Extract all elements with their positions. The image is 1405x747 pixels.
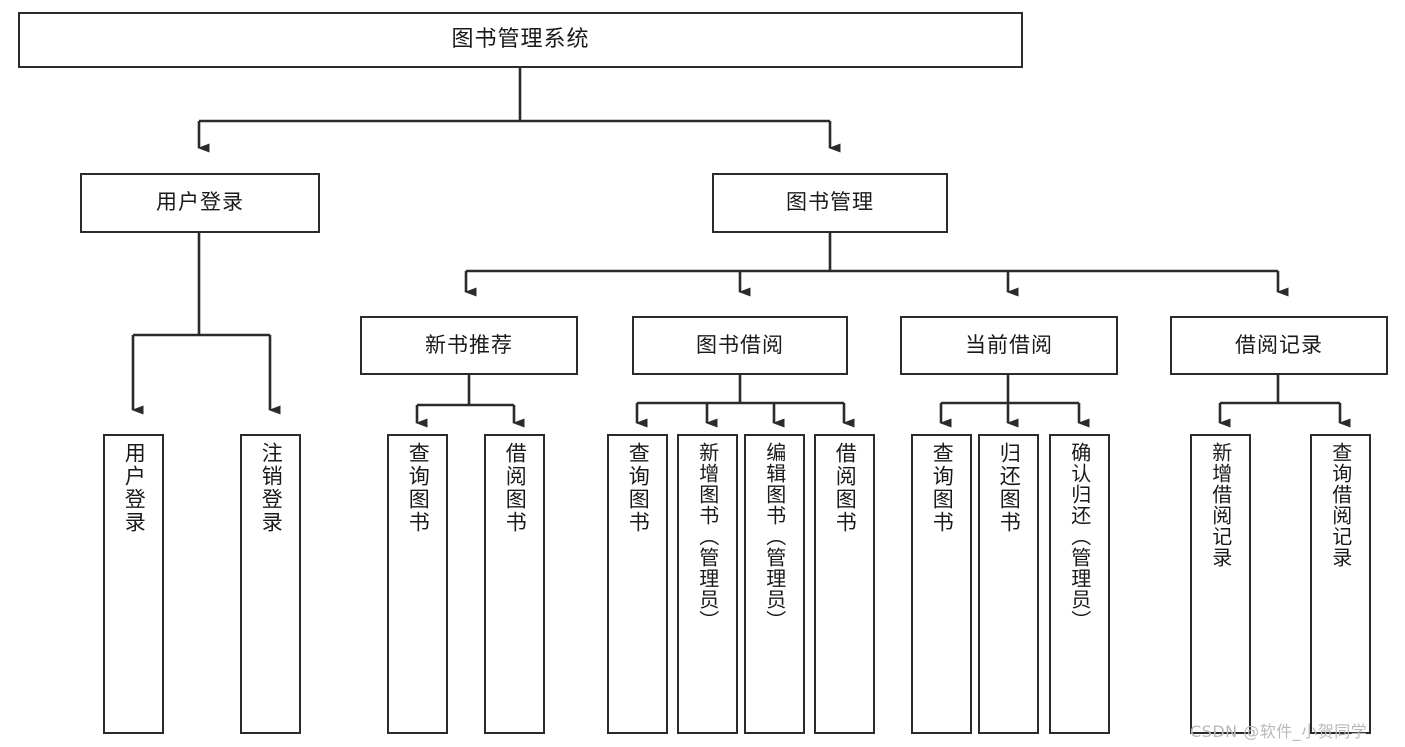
node-label: 借阅图书 — [503, 442, 528, 534]
leaf-new-book-query[interactable]: 查询图书 — [387, 434, 448, 734]
leaf-borrow-record-query[interactable]: 查询借阅记录 — [1310, 434, 1371, 734]
leaf-book-borrow-edit[interactable]: 编辑图书（管理员） — [744, 434, 805, 734]
node-label: 借阅记录 — [1235, 332, 1323, 357]
leaf-current-borrow-confirm-return[interactable]: 确认归还（管理员） — [1049, 434, 1110, 734]
node-label: 确认归还（管理员） — [1067, 442, 1092, 631]
node-label: 归还图书 — [997, 442, 1022, 534]
node-book-borrow[interactable]: 图书借阅 — [632, 316, 848, 375]
leaf-book-borrow-add[interactable]: 新增图书（管理员） — [677, 434, 738, 734]
leaf-current-borrow-return[interactable]: 归还图书 — [978, 434, 1039, 734]
node-label: 新增借阅记录 — [1208, 442, 1233, 568]
leaf-user-login-login[interactable]: 用户登录 — [103, 434, 164, 734]
node-label: 注销登录 — [259, 442, 284, 534]
node-label: 查询图书 — [406, 442, 431, 534]
node-label: 用户登录 — [122, 442, 147, 534]
node-borrow-record[interactable]: 借阅记录 — [1170, 316, 1388, 375]
leaf-book-borrow-borrow[interactable]: 借阅图书 — [814, 434, 875, 734]
node-label: 查询图书 — [930, 442, 955, 534]
node-root-system[interactable]: 图书管理系统 — [18, 12, 1023, 68]
node-label: 图书管理 — [786, 190, 874, 215]
node-label: 借阅图书 — [833, 442, 858, 534]
leaf-book-borrow-query[interactable]: 查询图书 — [607, 434, 668, 734]
node-label: 查询图书 — [626, 442, 651, 534]
node-label: 当前借阅 — [965, 332, 1053, 357]
node-label: 编辑图书（管理员） — [762, 442, 787, 631]
csdn-watermark: CSDN @软件_小贺同学 — [1190, 722, 1368, 741]
leaf-new-book-borrow[interactable]: 借阅图书 — [484, 434, 545, 734]
leaf-borrow-record-add[interactable]: 新增借阅记录 — [1190, 434, 1251, 734]
node-new-book-recommend[interactable]: 新书推荐 — [360, 316, 578, 375]
node-label: 用户登录 — [156, 190, 244, 215]
node-current-borrow[interactable]: 当前借阅 — [900, 316, 1118, 375]
node-label: 图书借阅 — [696, 332, 784, 357]
leaf-current-borrow-query[interactable]: 查询图书 — [911, 434, 972, 734]
leaf-user-login-logout[interactable]: 注销登录 — [240, 434, 301, 734]
node-user-login[interactable]: 用户登录 — [80, 173, 320, 233]
node-label: 查询借阅记录 — [1328, 442, 1353, 568]
node-label: 新书推荐 — [425, 332, 513, 357]
node-book-management[interactable]: 图书管理 — [712, 173, 948, 233]
node-label: 新增图书（管理员） — [695, 442, 720, 631]
node-label: 图书管理系统 — [451, 26, 590, 52]
